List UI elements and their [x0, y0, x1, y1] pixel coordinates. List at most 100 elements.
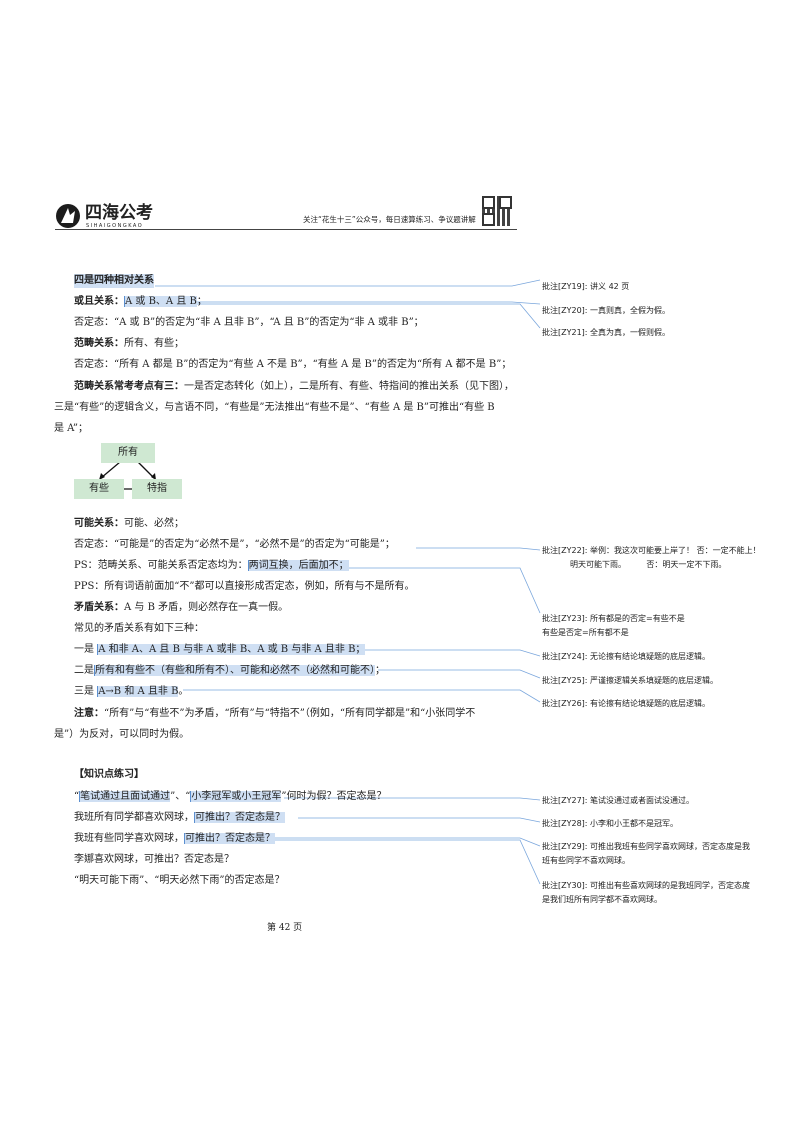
q1-sep: ”、“	[170, 791, 191, 802]
comment-text: 举例：我这次可能要上岸了！ 否：一定不能上！	[590, 546, 761, 555]
text-note: “所有”与“有些不”为矛盾，“所有”与“特指不”（例如，“所有同学都是”和“小张…	[104, 708, 476, 719]
text-possible: 可能、必然；	[124, 518, 184, 529]
comment-id: 批注[ZY25]:	[542, 676, 588, 685]
line-possible: 可能关系：可能、必然；	[74, 517, 184, 531]
q2-highlight: 可推出？否定态是？	[194, 812, 285, 823]
highlight-second: 所有和有些不（有些和所有不）、可能和必然不（必然和可能不）	[94, 665, 375, 676]
comment-text-2: 明天可能下雨。 否：明天一定不下雨。	[570, 560, 727, 569]
highlight-third: A→B 和 A 且非 B	[97, 686, 179, 697]
page-number: 第 42 页	[267, 923, 303, 933]
line-note-end: 是”）为反对，可以同时为假。	[54, 729, 190, 740]
q1-highlight-1: 笔试通过且面试通过	[79, 791, 171, 802]
qr-code-icon	[482, 196, 512, 226]
text-third: 三是	[74, 686, 98, 697]
line-end: 。	[178, 686, 189, 697]
comment-text-2: 有些是否定=所有都不是	[542, 628, 629, 637]
comment-zy25[interactable]: 批注[ZY25]: 严谨擦逻辑关系填疑题的底层逻辑。	[542, 674, 718, 688]
label-contradiction: 矛盾关系：	[74, 602, 124, 613]
q3-text: 我班有些同学喜欢网球，	[74, 833, 184, 844]
text-category-points: 一是否定态转化（如上），二是所有、有些、特指间的推出关系（见下图），	[184, 381, 514, 392]
q2-text: 我班所有同学都喜欢网球，	[74, 812, 194, 823]
exercise-heading: 【知识点练习】	[74, 769, 144, 780]
line-end: ；	[375, 665, 385, 676]
comment-id: 批注[ZY19]:	[542, 282, 588, 291]
exercise-q4: 李娜喜欢网球，可推出？否定态是？	[74, 854, 234, 865]
diagram-node-all: 所有	[101, 443, 155, 463]
comment-text: 笔试没通过或者面试没通过。	[590, 796, 695, 805]
exercise-q1: “笔试通过且面试通过”、“小李冠军或小王冠军”何时为假？否定态是？	[74, 790, 386, 804]
line-or-and: 或且关系：A 或 B、A 且 B；	[74, 295, 207, 309]
comment-text: 无论擦有结论填疑题的底层逻辑。	[590, 652, 711, 661]
comment-id: 批注[ZY23]:	[542, 614, 588, 623]
comment-zy22[interactable]: 批注[ZY22]: 举例：我这次可能要上岸了！ 否：一定不能上！ 明天可能下雨。…	[542, 544, 764, 572]
comment-zy27[interactable]: 批注[ZY27]: 笔试没通过或者面试没通过。	[542, 794, 694, 808]
logo-text: 四海公考	[85, 203, 153, 223]
label-note: 注意：	[74, 708, 104, 719]
comment-zy20[interactable]: 批注[ZY20]: 一真则真，全假为假。	[542, 304, 670, 318]
comment-zy30[interactable]: 批注[ZY30]: 可推出有些喜欢网球的是我班同学，否定态度 是我们班所有同学都…	[542, 879, 750, 907]
logo-subtext: SIHAIGONGKAO	[86, 223, 144, 229]
comment-zy23[interactable]: 批注[ZY23]: 所有都是的否定=有些不是 有些是否定=所有都不是	[542, 612, 685, 640]
comment-zy24[interactable]: 批注[ZY24]: 无论擦有结论填疑题的底层逻辑。	[542, 650, 710, 664]
comment-zy21[interactable]: 批注[ZY21]: 全真为真，一假则假。	[542, 326, 670, 340]
highlight-or-and: A 或 B、A 且 B	[124, 296, 197, 307]
q3-highlight: 可推出？否定态是？	[184, 833, 275, 844]
diagram-node-specific: 特指	[132, 479, 182, 499]
line-some-meaning-end: 是 A”；	[54, 423, 89, 434]
label-category-points: 范畴关系常考考点有三：	[74, 381, 184, 392]
label-category: 范畴关系：	[74, 338, 124, 349]
comment-id: 批注[ZY29]:	[542, 842, 588, 851]
line-pps: PPS：所有词语前面加“不”都可以直接形成否定态，例如，所有与不是所有。	[74, 581, 415, 592]
comment-text: 所有都是的否定=有些不是	[590, 614, 685, 623]
header-rule	[55, 229, 517, 230]
comment-text-2: 是我们班所有同学都不喜欢网球。	[542, 895, 662, 904]
comment-zy28[interactable]: 批注[ZY28]: 小李和小王都不是冠军。	[542, 817, 678, 831]
q1-highlight-2: 小李冠军或小王冠军	[190, 791, 282, 802]
section-title: 四是四种相对关系	[74, 274, 154, 288]
exercise-q3: 我班有些同学喜欢网球，可推出？否定态是？	[74, 832, 275, 846]
comment-text: 一真则真，全假为假。	[590, 306, 671, 315]
diagram-node-some: 有些	[74, 479, 124, 499]
q1-quote-open: “	[74, 791, 80, 802]
text-first: 一是	[74, 644, 98, 655]
comment-text: 小李和小王都不是冠军。	[590, 819, 679, 828]
comment-id: 批注[ZY30]:	[542, 881, 588, 890]
text-second: 二是	[74, 665, 94, 676]
comment-zy19[interactable]: 批注[ZY19]: 讲义 42 页	[542, 280, 629, 294]
comment-id: 批注[ZY21]:	[542, 328, 588, 337]
text-category: 所有、有些；	[124, 338, 184, 349]
header-notice: 关注“花生十三”公众号，每日速算练习、争议题讲解	[303, 215, 476, 224]
line-common-contradiction: 常见的矛盾关系有如下三种：	[74, 623, 204, 634]
exercise-q5: “明天可能下雨”、“明天必然下雨”的否定态是？	[74, 875, 285, 886]
comment-id: 批注[ZY20]:	[542, 306, 588, 315]
comment-id: 批注[ZY22]:	[542, 546, 588, 555]
comment-id: 批注[ZY24]:	[542, 652, 588, 661]
comment-id: 批注[ZY26]:	[542, 699, 588, 708]
line-category-points: 范畴关系常考考点有三：一是否定态转化（如上），二是所有、有些、特指间的推出关系（…	[74, 380, 514, 394]
line-negation-possible: 否定态：“可能是”的否定为“必然不是”，“必然不是”的否定为“可能是”；	[74, 539, 395, 550]
comment-text: 可推出我班有些同学喜欢网球，否定态度是我	[590, 842, 751, 851]
line-first: 一是 A 和非 A、A 且 B 与非 A 或非 B、A 或 B 与非 A 且非 …	[74, 643, 366, 657]
comment-text: 全真为真，一假则假。	[590, 328, 671, 337]
text-contradiction: A 与 B 矛盾，则必然存在一真一假。	[124, 602, 289, 613]
logo: 四海公考 SIHAIGONGKAO	[55, 203, 175, 229]
logo-mark-icon	[56, 204, 80, 228]
comment-text: 严谨擦逻辑关系填疑题的底层逻辑。	[590, 676, 719, 685]
comment-zy26[interactable]: 批注[ZY26]: 有论擦有结论填疑题的底层逻辑。	[542, 697, 710, 711]
comment-zy29[interactable]: 批注[ZY29]: 可推出我班有些同学喜欢网球，否定态度是我 班有些同学不喜欢网…	[542, 840, 750, 868]
comment-text: 讲义 42 页	[590, 282, 630, 291]
highlight-ps: 两词互换，后面加不；	[247, 560, 349, 571]
label-or-and: 或且关系：	[74, 296, 124, 307]
line-second: 二是所有和有些不（有些和所有不）、可能和必然不（必然和可能不）；	[74, 664, 385, 678]
line-some-meaning: 三是“有些”的逻辑含义，与言语不同，“有些是”无法推出“有些不是”、“有些 A …	[54, 402, 495, 413]
label-possible: 可能关系：	[74, 518, 124, 529]
line-end: ；	[196, 296, 207, 307]
line-contradiction: 矛盾关系：A 与 B 矛盾，则必然存在一真一假。	[74, 601, 288, 615]
line-negation-or-and: 否定态：“A 或 B”的否定为“非 A 且非 B”，“A 且 B”的否定为“非 …	[74, 317, 424, 328]
comment-id: 批注[ZY28]:	[542, 819, 588, 828]
line-category: 范畴关系：所有、有些；	[74, 337, 184, 351]
comment-id: 批注[ZY27]:	[542, 796, 588, 805]
line-negation-category: 否定态：“所有 A 都是 B”的否定为“有些 A 不是 B”，“有些 A 是 B…	[74, 359, 512, 370]
exercise-q2: 我班所有同学都喜欢网球，可推出？否定态是？	[74, 811, 285, 825]
comment-text: 可推出有些喜欢网球的是我班同学，否定态度	[590, 881, 751, 890]
